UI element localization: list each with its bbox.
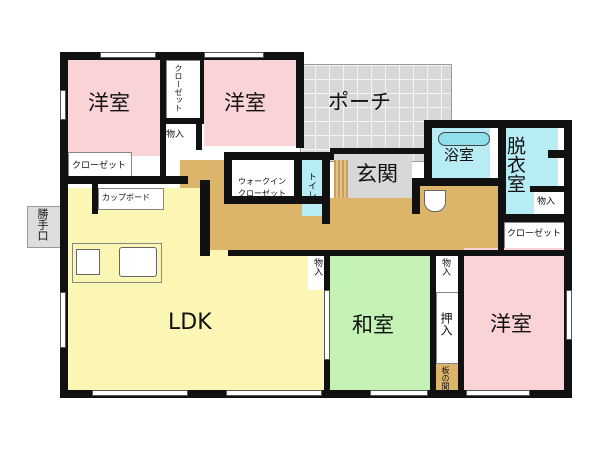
japanese-room-label: 和室 [352, 313, 394, 337]
wall [224, 196, 328, 204]
wall [228, 250, 572, 256]
bathtub [438, 132, 490, 146]
window [60, 292, 66, 348]
wall [200, 180, 210, 256]
wall [530, 186, 572, 192]
service-door-label: 勝手口 [36, 208, 49, 241]
window [566, 290, 572, 340]
wall [564, 120, 572, 398]
wall [412, 178, 420, 214]
western-room-nw-label: 洋室 [88, 91, 130, 115]
wall [458, 250, 464, 398]
storage-2 [534, 192, 566, 214]
wall [200, 60, 204, 120]
window [466, 390, 530, 396]
wall [224, 152, 232, 204]
closet-n-label: クローゼット [174, 64, 183, 112]
wall [160, 52, 166, 176]
wall [498, 120, 506, 214]
wall [412, 178, 504, 186]
porch [300, 64, 452, 162]
window [226, 390, 322, 396]
wall [322, 152, 330, 224]
western-room-nw [68, 60, 164, 156]
oshiire-label: 押入 [439, 312, 453, 336]
closet-n [166, 60, 202, 122]
wall [60, 52, 304, 60]
walkin-label-1: ウォークイン [238, 177, 286, 186]
wall [294, 152, 302, 204]
cupboard [98, 188, 164, 210]
wall [548, 150, 572, 158]
kitchen-sink-icon [119, 247, 157, 277]
western-room-se-label: 洋室 [490, 312, 532, 336]
japanese-room [330, 256, 430, 390]
closet-nw-label: クローゼット [72, 161, 127, 171]
wall [498, 214, 504, 254]
itanoma-label: 板の間 [441, 366, 450, 390]
storage-2-label: 物入 [537, 197, 556, 207]
wall [92, 180, 98, 214]
storage-4 [436, 256, 458, 288]
wall [60, 52, 68, 398]
western-room-n-label: 洋室 [224, 91, 266, 115]
window [370, 390, 428, 396]
entrance-label: 玄関 [356, 162, 398, 186]
bath-label: 浴室 [444, 146, 475, 164]
ldk-label: LDK [168, 310, 212, 335]
wall [296, 52, 304, 148]
wall [430, 250, 436, 398]
walkin-label-2: クローゼット [238, 189, 286, 198]
western-room-se [464, 248, 564, 390]
stove-icon [76, 249, 100, 275]
wall [330, 148, 430, 154]
window [92, 390, 188, 396]
sink [424, 190, 446, 212]
storage-1-label: 物入 [166, 130, 185, 140]
closet-se-label: クローゼット [507, 229, 562, 239]
wall [164, 118, 204, 124]
porch-label: ポーチ [328, 90, 391, 114]
cupboard-label: カップボード [102, 193, 150, 202]
walkin-closet [232, 158, 294, 198]
wall [424, 120, 432, 186]
storage-1 [164, 124, 194, 148]
toilet-label: トイレ [306, 172, 316, 199]
oshiire [436, 292, 460, 364]
window [100, 52, 156, 58]
wall [498, 214, 572, 222]
storage-3-label: 物入 [312, 258, 322, 276]
service-door [27, 206, 61, 248]
wall [60, 176, 188, 184]
window [204, 52, 264, 58]
storage-4-label: 物入 [440, 258, 450, 276]
window [324, 290, 330, 360]
wall [196, 120, 202, 150]
window [60, 90, 66, 120]
itanoma [436, 364, 458, 390]
wall [224, 152, 334, 160]
dressing-label: 脱衣室 [504, 136, 526, 193]
western-room-n [204, 60, 296, 146]
